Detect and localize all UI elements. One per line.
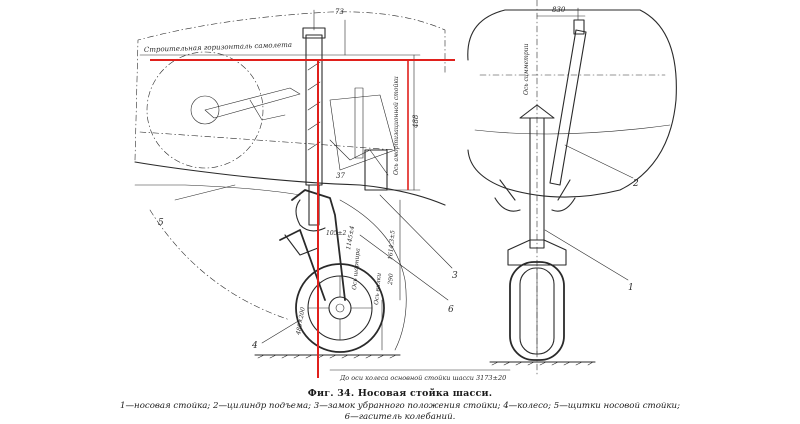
fuselage-floor — [474, 124, 671, 135]
retraction-arc-2 — [339, 199, 407, 351]
dim-290: 290 — [387, 273, 395, 286]
callout-6: 6 — [448, 305, 454, 315]
figure-legend: 1—носовая стойка; 2—цилиндр подъема; 3—з… — [0, 401, 800, 423]
dim-37: 37 — [336, 172, 345, 180]
fuselage-outline — [134, 11, 446, 161]
front-view: Ось симметрии 830 2 1 — [467, 0, 677, 376]
callout-3: 3 — [452, 271, 458, 281]
dim-105: 105±2 — [326, 230, 346, 237]
fuselage-lower-contour-2 — [134, 184, 301, 196]
callout-4: 4 — [251, 341, 258, 351]
hinge-axis-label: Ось шарнира — [351, 248, 362, 291]
dim-73: 73 — [335, 8, 344, 16]
callout-2: 2 — [632, 179, 639, 189]
callout-1: 1 — [628, 283, 634, 293]
fork-arm — [291, 189, 346, 301]
front-fuselage — [467, 9, 677, 198]
retracted-wheel-hub — [190, 95, 220, 125]
fairing-line — [139, 131, 396, 151]
retracted-link — [249, 99, 286, 121]
legend-line-2: 6—гаситель колебаний. — [344, 412, 456, 422]
fuselage-lower-contour — [134, 161, 446, 206]
nose-wheel — [295, 263, 385, 353]
dim-1145: 1145±4 — [345, 225, 356, 250]
strut-axis-label: Ось амортизационной стойки — [393, 76, 400, 175]
landing-gear-drawing: Строительная горизонталь самолета — [134, 0, 677, 382]
torque-link — [284, 234, 319, 256]
symmetry-axis-label: Ось симметрии — [523, 43, 530, 95]
figure-title: Фиг. 34. Носовая стойка шасси. — [307, 388, 493, 399]
figure-caption: Фиг. 34. Носовая стойка шасси. 1—носовая… — [0, 388, 800, 423]
lock-mechanism — [364, 149, 388, 191]
retracted-strut — [204, 87, 301, 119]
legend-line-1: 1—носовая стойка; 2—цилиндр подъема; 3—з… — [120, 401, 680, 411]
nose-wheel-hub — [328, 296, 352, 320]
front-wheel — [509, 261, 565, 361]
damper-rod — [354, 87, 364, 159]
side-view: Строительная горизонталь самолета — [134, 8, 511, 382]
dim-488: 488 — [412, 114, 420, 129]
fork-axis-label: Ось вилки — [373, 272, 383, 305]
wheel-axis-distance: До оси колеса основной стойки шасси 3173… — [339, 374, 506, 382]
dim-830: 830 — [552, 6, 566, 14]
front-fork — [507, 239, 567, 266]
lift-cylinder — [549, 29, 587, 186]
dim-1614: 1614,3±5 — [387, 230, 397, 261]
retraction-arc — [149, 209, 291, 321]
retracted-wheel-phantom — [146, 51, 264, 169]
wheel-size: 480×200 — [295, 306, 307, 336]
callout-5-left: 5 — [158, 218, 164, 228]
construction-horizontal-label: Строительная горизонталь самолета — [144, 41, 292, 54]
